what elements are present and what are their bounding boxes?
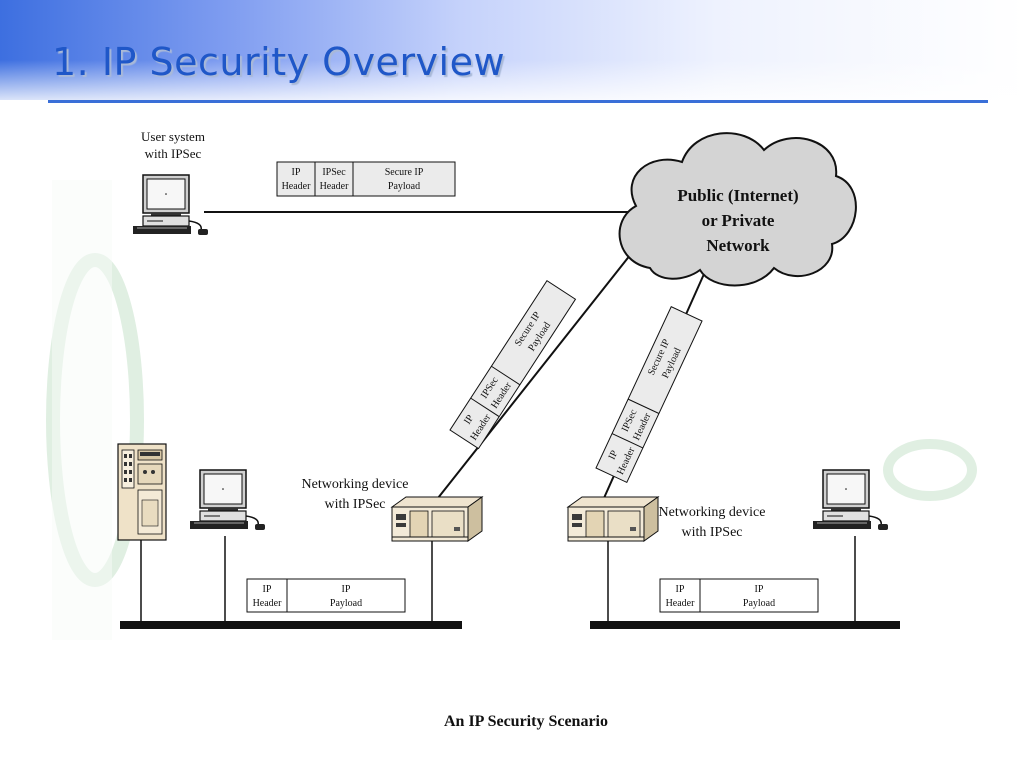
lan-bus-left — [120, 621, 462, 629]
router-icon — [567, 496, 659, 542]
networking-device-label-line1: Networking device — [302, 477, 409, 492]
background-watermark — [46, 180, 977, 640]
cloud-icon: Public (Internet) or Private Network — [618, 132, 857, 287]
user-system-label-line1: User system — [141, 129, 205, 144]
packet-ipsec-header: Header — [320, 181, 350, 192]
slide-title: 1. IP Security Overview — [52, 40, 506, 84]
cloud-label-line1: Public (Internet) — [677, 186, 798, 205]
packet-ip-payload: IP — [342, 584, 351, 595]
networking-device-label-line1: Networking device — [659, 505, 766, 520]
packet-ip-payload: Payload — [330, 598, 362, 609]
networking-device-label-line2: with IPSec — [324, 497, 385, 512]
header-fade — [0, 60, 1024, 102]
networking-device-label-line2: with IPSec — [681, 525, 742, 540]
title-rule — [48, 100, 988, 103]
workstation-icon — [812, 469, 889, 531]
packet-secure-payload: Payload — [388, 181, 420, 192]
router-icon — [391, 496, 483, 542]
packet-ip-header: Header — [253, 598, 283, 609]
packet-ip-header: Header — [282, 181, 312, 192]
packet-ip-payload: IP — [755, 584, 764, 595]
lan-bus-right — [590, 621, 900, 629]
left-lan: Networking device with IPSec IP Header I… — [117, 443, 483, 629]
packet-secure-payload: Secure IP — [385, 167, 424, 178]
packet-ip-header: Header — [666, 598, 696, 609]
workstation-icon — [132, 174, 209, 236]
packet-ip-header: IP — [263, 584, 272, 595]
cloud-label-line3: Network — [706, 236, 770, 255]
secure-packet-left: IP Header IPSec Header Secure IP Payload — [449, 280, 577, 450]
packet-ip-header: IP — [292, 167, 301, 178]
server-icon — [117, 443, 167, 541]
right-lan: Networking device with IPSec IP Header I… — [567, 469, 900, 629]
user-system: User system with IPSec — [132, 129, 209, 236]
cloud-label-line2: or Private — [702, 211, 775, 230]
packet-ip-header: IP — [676, 584, 685, 595]
packet-ipsec-header: IPSec — [322, 167, 346, 178]
packet-ip-payload: Payload — [743, 598, 775, 609]
secure-packet-right: IP Header IPSec Header Secure IP Payload — [595, 306, 703, 484]
workstation-icon — [189, 469, 266, 531]
user-system-label-line2: with IPSec — [145, 146, 202, 161]
diagram-caption: An IP Security Scenario — [444, 713, 608, 730]
secure-packet-top: IP Header IPSec Header Secure IP Payload — [276, 161, 456, 197]
